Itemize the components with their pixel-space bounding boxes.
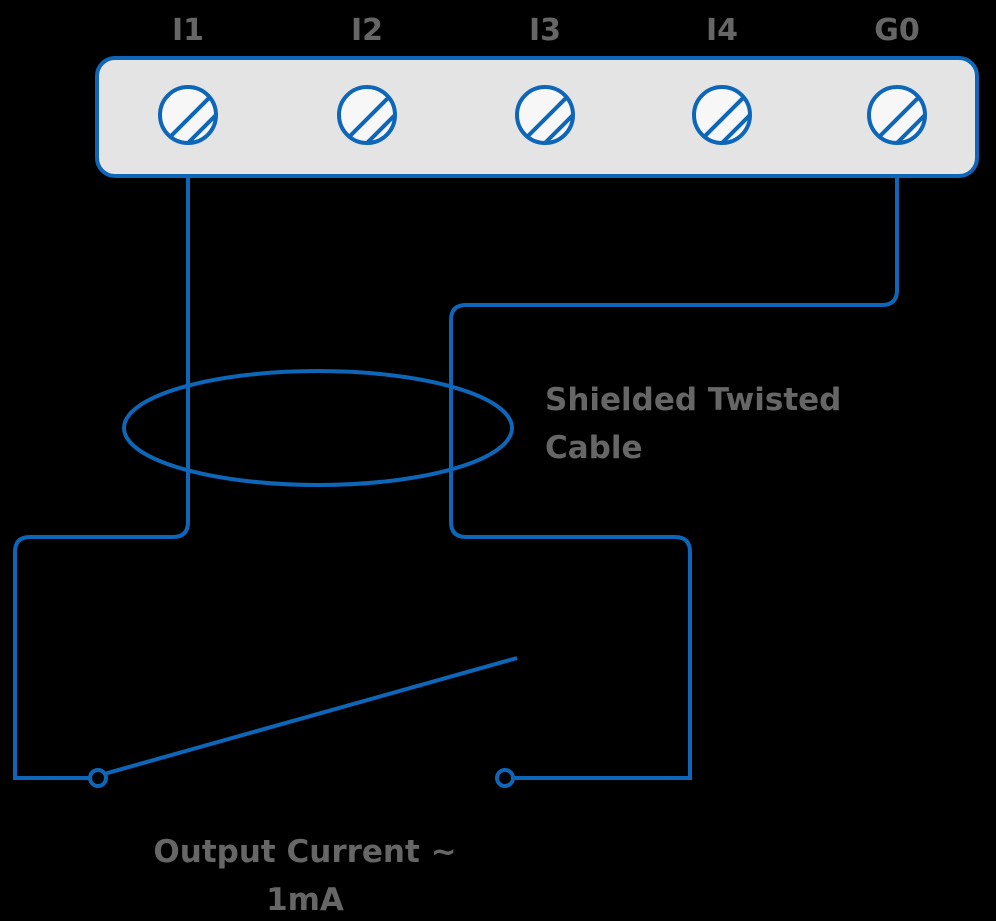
cable-label-line2: Cable — [545, 430, 643, 466]
terminal-label-i3: I3 — [529, 13, 561, 48]
screw-terminal-i4[interactable] — [692, 85, 766, 159]
switch-blade-line — [103, 656, 518, 776]
screw-terminal-i3[interactable] — [515, 85, 589, 159]
screw-terminal-i2[interactable] — [337, 85, 411, 159]
wire-g0-to-source — [449, 115, 899, 780]
terminal-label-g0: G0 — [874, 13, 920, 48]
terminal-label-i4: I4 — [706, 13, 738, 48]
terminal-label-i2: I2 — [351, 13, 383, 48]
source-label-line1: Output Current ~ — [153, 834, 456, 870]
terminal-label-i1: I1 — [172, 13, 204, 48]
screw-terminal-i1[interactable] — [158, 85, 232, 159]
shielded-twisted-cable-ellipse — [122, 369, 514, 487]
source-label-line2: 1mA — [266, 882, 344, 918]
source-terminal-left[interactable] — [88, 768, 108, 788]
screw-terminal-g0[interactable] — [867, 85, 941, 159]
current-source-symbol — [88, 656, 518, 788]
cable-label-line1: Shielded Twisted — [545, 382, 841, 418]
source-terminal-right[interactable] — [495, 768, 515, 788]
wire-i1-to-source — [13, 115, 190, 780]
